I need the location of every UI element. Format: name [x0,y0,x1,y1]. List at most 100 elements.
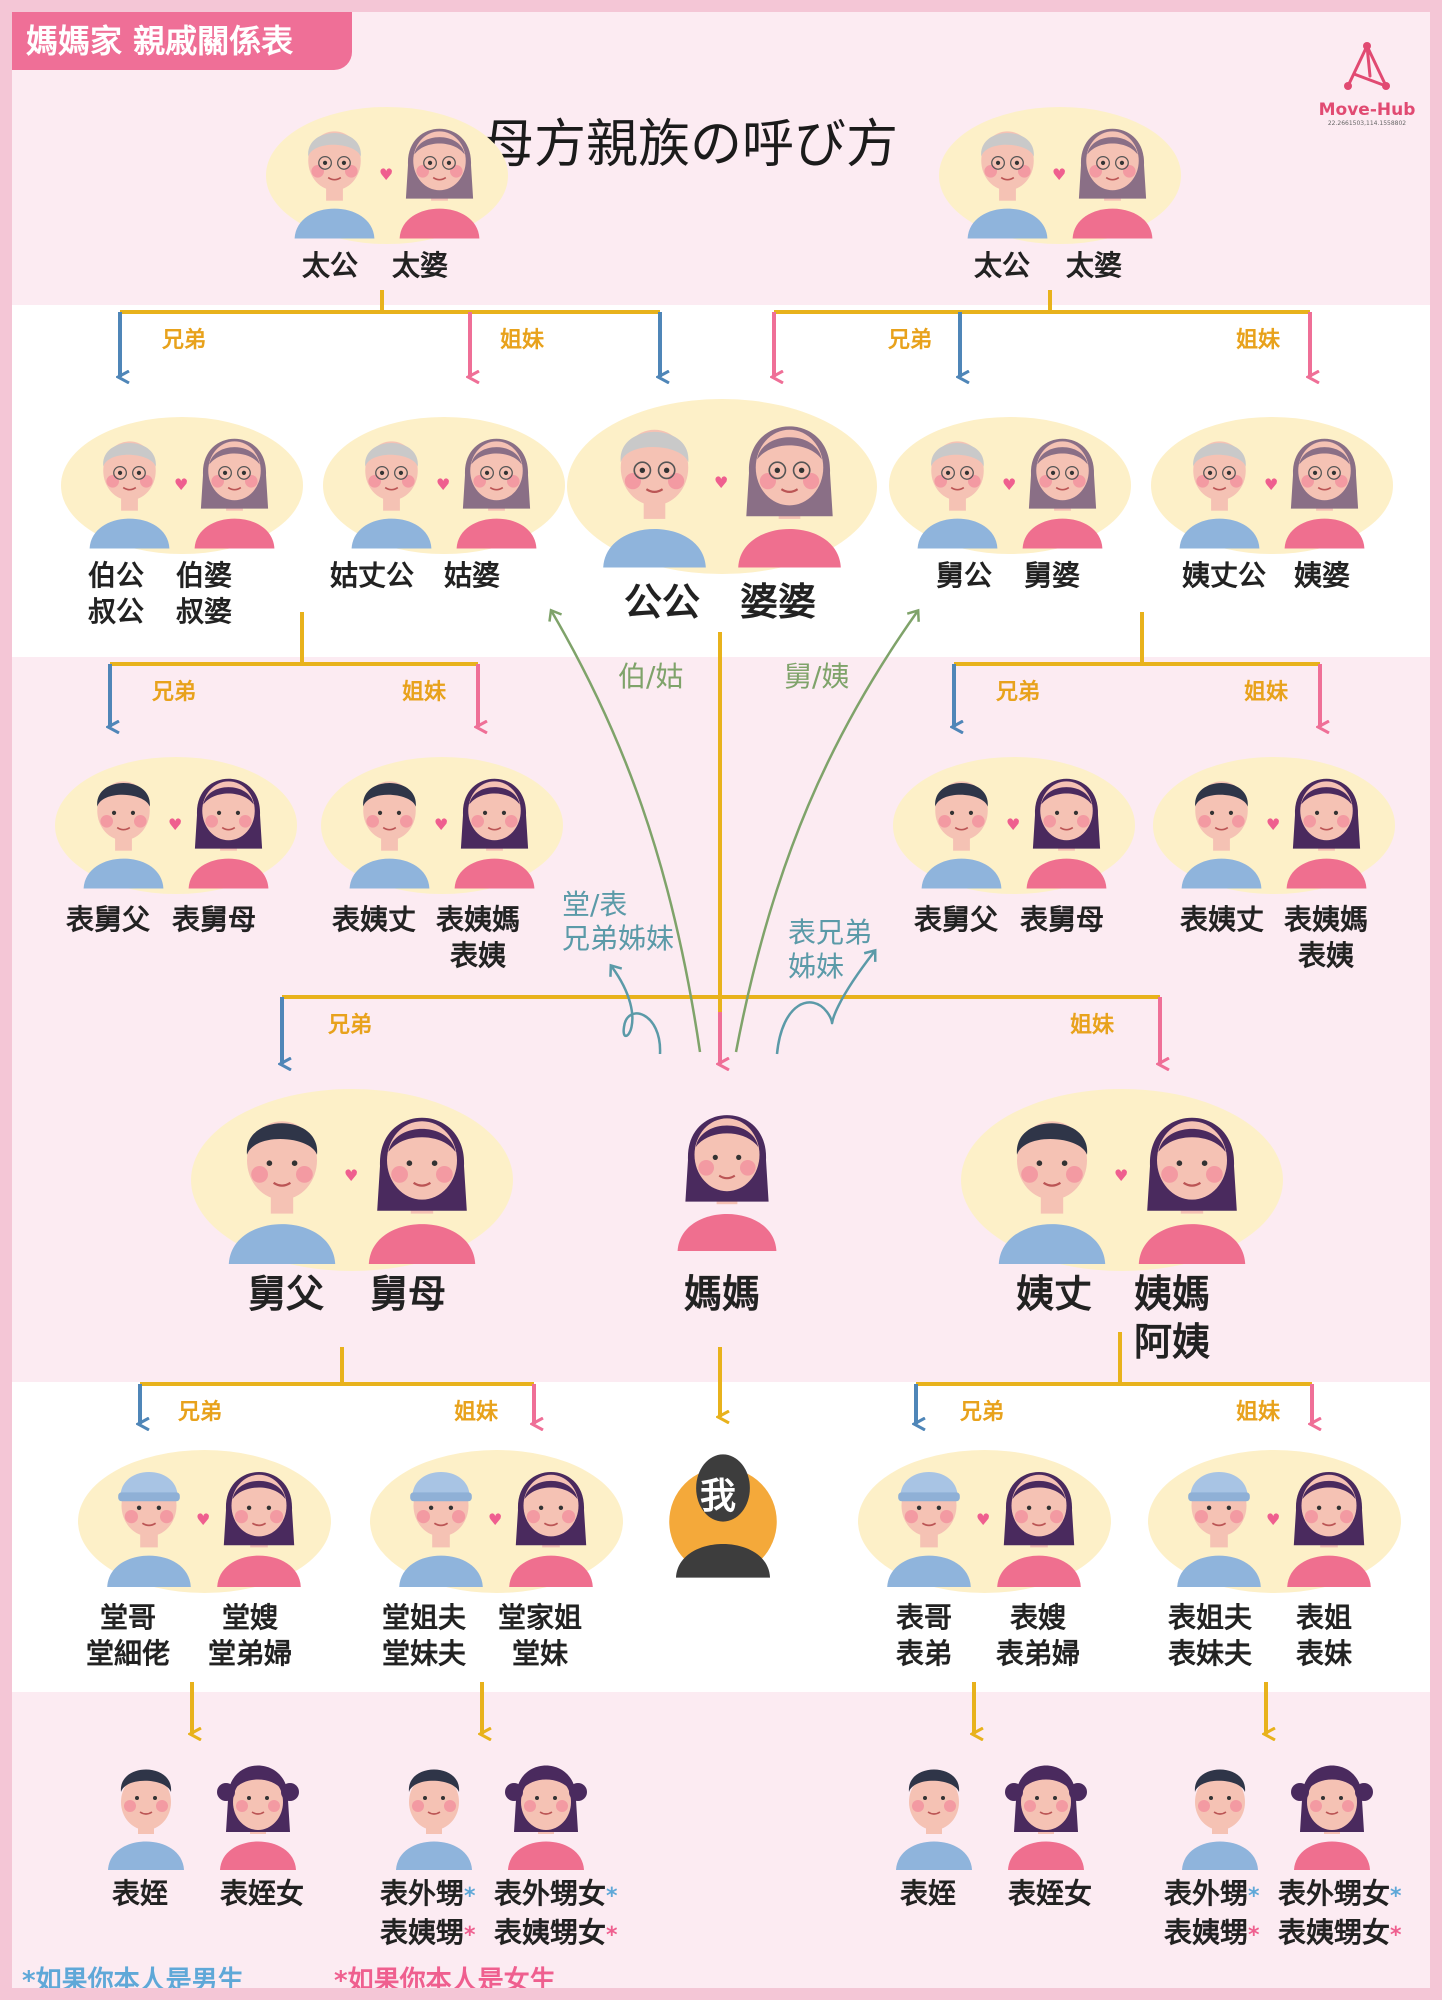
label-text: 表姨甥女 [494,1916,607,1949]
relation-brothers: 兄弟 [162,328,207,353]
heart-icon: ♥ [174,475,189,494]
woman-figure [997,1472,1081,1587]
footer-male-note: *如果你本人是男生 [22,1966,244,1988]
man-figure [83,781,164,889]
connector-lines [12,290,1430,1988]
woman-figure [1022,438,1103,549]
page-title: 母方親族の呼び方 [482,115,899,175]
label-text: 表外甥 [380,1877,465,1910]
male-marker: * [464,1884,476,1909]
me-silhouette [669,1454,777,1578]
woman-figure [399,128,480,239]
label-biaoyima: 表姨媽表姨 [436,902,520,974]
label-line: 堂妹夫 [382,1637,467,1670]
woman-figure [217,1765,299,1870]
label-great-grandmother: 太婆 [1066,249,1123,282]
woman-figure [456,438,537,549]
footer-female-note: *如果你本人是女生 [334,1966,556,1988]
man-figure [108,1769,184,1870]
band-children [12,1692,1430,1988]
man-figure [1177,1472,1261,1587]
man-figure [896,1769,972,1870]
woman-figure [1138,1117,1246,1264]
chart-tag: 媽媽家 親戚關係表 [12,12,352,70]
label-line: 表哥 [896,1601,953,1634]
relation-brothers: 兄弟 [960,1400,1005,1425]
label-line: 堂嫂 [222,1601,279,1634]
woman-figure [1005,1765,1087,1870]
female-marker: * [1248,1923,1260,1948]
woman-figure [188,778,269,889]
man-figure [967,131,1048,239]
label-biaowaisheng: 表外甥* 表姨甥* [1164,1876,1260,1954]
label-biaowaishengnu: 表外甥女* 表姨甥女* [494,1876,618,1954]
man-figure [228,1121,336,1264]
chart-frame: 媽媽家 親戚關係表 母方親族の呼び方 Move-Hub 22.2661503,1… [12,12,1430,1988]
relation-sisters: 姐妹 [402,680,447,705]
label-line: 表妹 [1296,1637,1353,1670]
heart-icon: ♥ [1006,815,1021,834]
note-line: 堂/表 [562,888,628,921]
man-figure [89,441,170,549]
man-figure [399,1472,483,1587]
man-figure [351,441,432,549]
label-biaojiufu: 表舅父 [66,903,151,936]
label-popo: 婆婆 [740,580,817,624]
label-biaoyima: 表姨媽表姨 [1284,902,1368,974]
label-yizhang: 姨丈 [1016,1272,1093,1316]
note-biao: 表兄弟 姊妹 [788,916,872,984]
note-line: 表兄弟 [788,916,873,949]
heart-icon: ♥ [1266,815,1281,834]
label-bopo: 伯婆叔婆 [176,558,232,630]
label-tangsao: 堂嫂堂弟婦 [208,1600,292,1672]
man-figure [921,781,1002,889]
man-figure [998,1121,1106,1264]
woman-figure [1291,1765,1373,1870]
relation-brothers: 兄弟 [888,328,933,353]
relation-brothers: 兄弟 [328,1013,373,1038]
label-line: 伯婆 [176,559,233,592]
label-line: 表姨甥* [380,1915,476,1954]
relation-brothers: 兄弟 [178,1400,223,1425]
woman-figure [1286,778,1367,889]
woman-figure [738,426,841,568]
heart-icon: ♥ [714,473,729,492]
label-biaoyizhang: 表姨丈 [332,903,417,936]
label-great-grandfather: 太公 [302,249,359,282]
label-jiupo: 舅婆 [1024,559,1081,592]
female-marker: * [464,1923,476,1948]
woman-figure [677,1115,777,1251]
relation-sisters: 姐妹 [454,1400,499,1425]
man-figure [1182,1769,1258,1870]
label-line: 表姨 [450,939,507,972]
woman-figure [505,1765,587,1870]
note-bogu: 伯/姑 [618,660,684,693]
label-line: 堂姐夫 [382,1601,467,1634]
label-text: 表姨甥 [1164,1916,1249,1949]
label-text: 表外甥女 [1278,1877,1391,1910]
label-biaozhinu: 表姪女 [1008,1877,1093,1910]
woman-figure [368,1117,476,1264]
label-gupo: 姑婆 [444,559,501,592]
label-biaozhi: 表姪 [900,1877,957,1910]
label-gonggong: 公公 [624,580,701,624]
label-biaojiefu: 表姐夫表妹夫 [1168,1600,1252,1672]
note-line: 姊妹 [788,950,845,983]
label-line: 堂細佬 [86,1637,171,1670]
label-me: 我 [700,1476,737,1517]
label-line: 堂弟婦 [208,1637,293,1670]
relation-sisters: 姐妹 [1236,1400,1281,1425]
woman-figure [1072,128,1153,239]
note-jiuyi: 舅/姨 [784,660,850,693]
heart-icon: ♥ [976,1510,991,1529]
label-biaozhi: 表姪 [112,1877,169,1910]
relation-brothers: 兄弟 [152,680,197,705]
relation-sisters: 姐妹 [1244,680,1289,705]
man-figure [294,131,375,239]
label-line: 叔婆 [176,595,233,628]
label-line: 堂哥 [100,1601,157,1634]
heart-icon: ♥ [1002,475,1017,494]
label-line: 表姐夫 [1168,1601,1253,1634]
male-marker: * [606,1884,618,1909]
man-figure [1179,441,1260,549]
